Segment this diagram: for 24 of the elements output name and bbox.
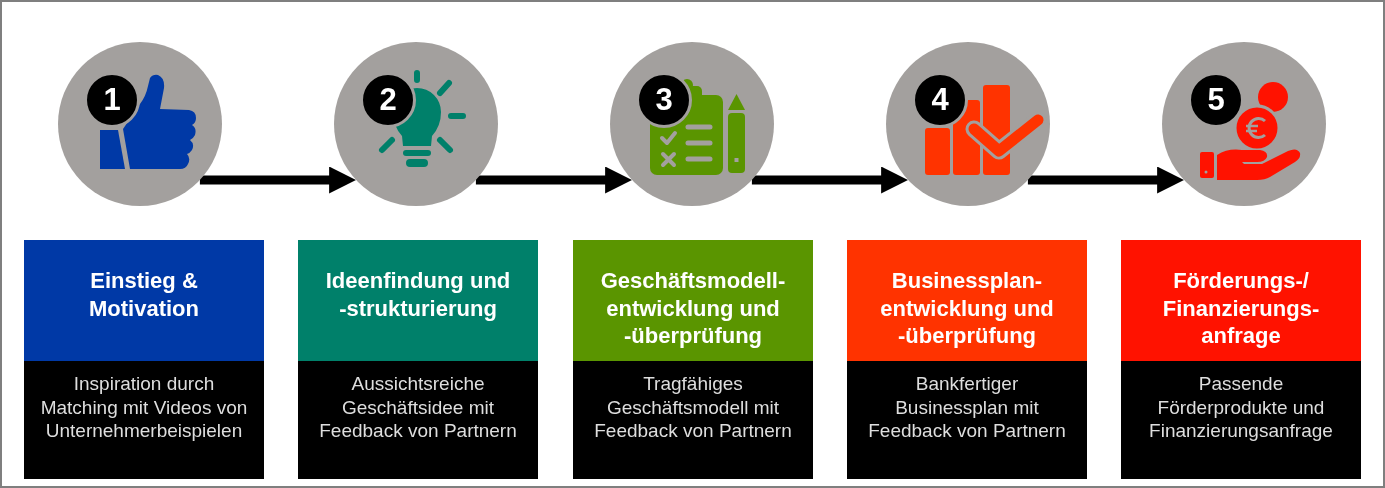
step-heading: Förderungs-/ Finanzierungs- anfrage bbox=[1121, 240, 1361, 361]
step-description: Passende Förderprodukte und Finanzierungsanfrage bbox=[1148, 372, 1334, 443]
step-number: 4 bbox=[912, 72, 968, 128]
step-description: Tragfähiges Geschäftsmodell mit Feedback von Partnern bbox=[593, 372, 793, 443]
step-card bbox=[573, 240, 813, 479]
arrow bbox=[199, 166, 357, 194]
step-description: Aussichtsreiche Geschäftsidee mit Feedback von Partnern bbox=[318, 372, 518, 443]
step-heading: Einstieg & Motivation bbox=[24, 240, 264, 361]
step-description: Bankfertiger Businessplan mit Feedback von Partnern bbox=[867, 372, 1067, 443]
step-number: 3 bbox=[636, 72, 692, 128]
step-number: 5 bbox=[1188, 72, 1244, 128]
step-card bbox=[1121, 240, 1361, 479]
step-card bbox=[298, 240, 538, 479]
step-card bbox=[24, 240, 264, 479]
step-heading: Businessplan- entwicklung und -überprüfung bbox=[847, 240, 1087, 361]
step-number: 1 bbox=[84, 72, 140, 128]
arrow bbox=[475, 166, 633, 194]
step-heading: Geschäftsmodell- entwicklung und -überprüfung bbox=[573, 240, 813, 361]
step-number: 2 bbox=[360, 72, 416, 128]
arrow bbox=[1027, 166, 1185, 194]
step-heading: Ideenfindung und -strukturierung bbox=[298, 240, 538, 361]
step-card bbox=[847, 240, 1087, 479]
step-description: Inspiration durch Matching mit Videos von Unternehmerbeispielen bbox=[39, 372, 249, 443]
arrow bbox=[751, 166, 909, 194]
